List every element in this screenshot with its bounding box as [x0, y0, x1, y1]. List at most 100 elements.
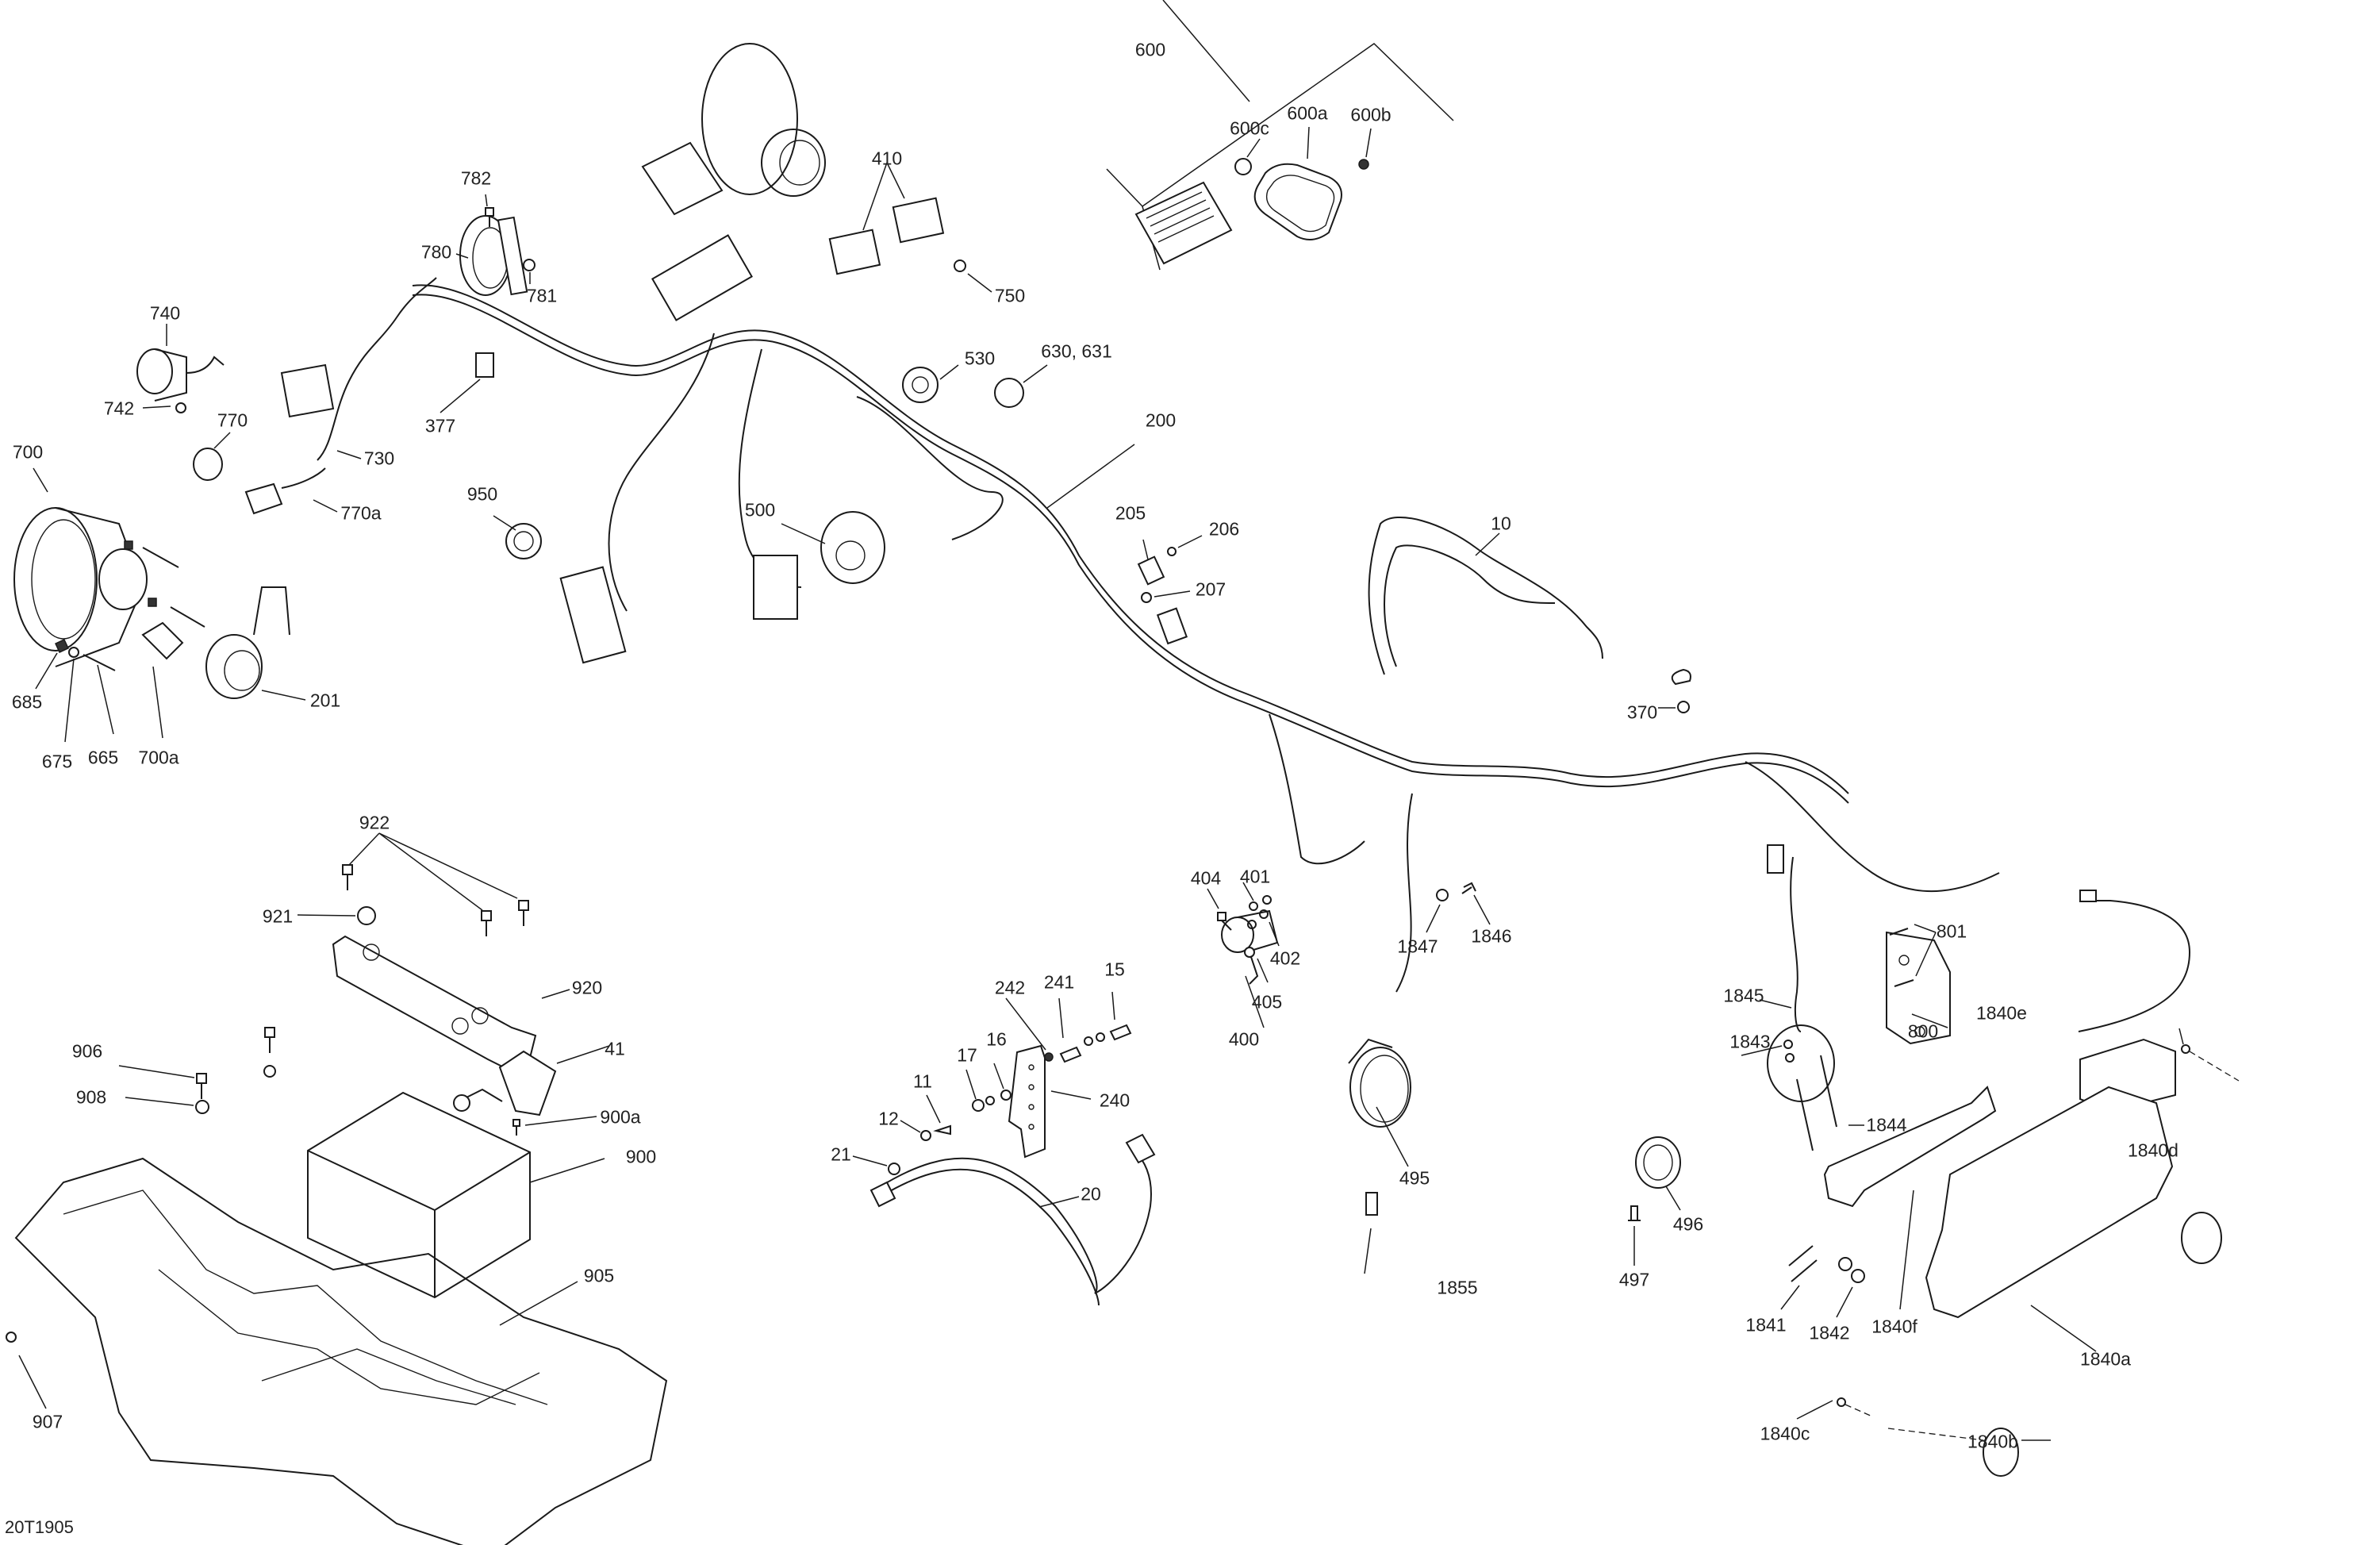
screw-1844[interactable] — [1796, 1055, 1864, 1151]
callout-685[interactable]: 685 — [11, 691, 43, 713]
callout-908[interactable]: 908 — [75, 1086, 107, 1108]
main-harness-200[interactable] — [412, 284, 2000, 993]
callout-920[interactable]: 920 — [571, 977, 603, 998]
callout-907[interactable]: 907 — [32, 1411, 63, 1432]
callout-530[interactable]: 530 — [964, 348, 996, 369]
callout-10[interactable]: 10 — [1491, 513, 1511, 534]
callout-750[interactable]: 750 — [994, 285, 1026, 306]
callout-495[interactable]: 495 — [1399, 1167, 1430, 1189]
callout-922[interactable]: 922 — [359, 812, 390, 833]
bulb-socket-770[interactable] — [193, 432, 231, 481]
solenoid-400[interactable] — [1221, 909, 1279, 1028]
callout-921[interactable]: 921 — [262, 905, 294, 927]
callout-405[interactable]: 405 — [1251, 991, 1283, 1013]
callout-800[interactable]: 800 — [1907, 1020, 1939, 1042]
callout-497[interactable]: 497 — [1618, 1269, 1650, 1290]
bolt-906[interactable] — [118, 1065, 207, 1099]
bolt-11[interactable] — [926, 1094, 951, 1136]
ecm-seal-600a[interactable] — [1253, 126, 1342, 240]
socket-wire-770a[interactable] — [244, 467, 338, 515]
callout-15[interactable]: 15 — [1104, 959, 1125, 980]
callout-900[interactable]: 900 — [625, 1146, 657, 1167]
battery-900[interactable] — [307, 1091, 605, 1299]
nut-1842[interactable] — [1836, 1257, 1865, 1318]
nut-1840c[interactable] — [1796, 1397, 1873, 1420]
clip-370[interactable] — [1658, 668, 1691, 713]
screw-665[interactable] — [83, 654, 116, 735]
work-light-495[interactable] — [1348, 1038, 1411, 1167]
battery-holddown-920[interactable] — [332, 935, 570, 1068]
callout-401[interactable]: 401 — [1239, 866, 1271, 887]
callout-201[interactable]: 201 — [309, 690, 341, 711]
clamp-205[interactable] — [1137, 539, 1165, 586]
callout-404[interactable]: 404 — [1190, 867, 1222, 889]
battery-cable-20[interactable] — [869, 1133, 1156, 1306]
license-bracket-1840a[interactable] — [1925, 1086, 2222, 1352]
bolt-801[interactable] — [1889, 924, 1937, 987]
callout-377[interactable]: 377 — [424, 415, 456, 436]
cap-1840b[interactable] — [1887, 1428, 2051, 1477]
relay-410[interactable] — [828, 162, 945, 275]
screw-742[interactable] — [142, 402, 186, 413]
screw-1846[interactable] — [1461, 882, 1491, 925]
callout-205[interactable]: 205 — [1115, 502, 1146, 524]
nut-921[interactable] — [297, 906, 376, 925]
bolt-782[interactable] — [485, 194, 494, 227]
horn-201[interactable] — [205, 586, 306, 701]
callout-1840f[interactable]: 1840f — [1871, 1316, 1917, 1337]
bracket-240[interactable] — [1008, 1044, 1092, 1159]
nut-781[interactable] — [523, 259, 536, 284]
callout-20[interactable]: 20 — [1081, 1183, 1101, 1205]
callout-1843[interactable]: 1843 — [1729, 1031, 1771, 1052]
connector-1855[interactable] — [1364, 1192, 1378, 1274]
nut-405[interactable] — [1244, 947, 1269, 983]
headlight-700[interactable] — [13, 467, 148, 667]
battery-tray-905[interactable] — [14, 1157, 668, 1545]
callout-1841[interactable]: 1841 — [1745, 1314, 1787, 1336]
bolt-241[interactable] — [1058, 997, 1082, 1063]
power-outlet-950[interactable] — [493, 515, 542, 559]
callout-700[interactable]: 700 — [12, 441, 44, 463]
callout-370[interactable]: 370 — [1626, 701, 1658, 723]
callout-950[interactable]: 950 — [466, 483, 498, 505]
bracket-1840f[interactable] — [1823, 1086, 1997, 1310]
callout-905[interactable]: 905 — [583, 1265, 615, 1286]
bolt-404[interactable] — [1207, 888, 1232, 931]
callout-11[interactable]: 11 — [913, 1070, 932, 1092]
callout-1840c[interactable]: 1840c — [1760, 1423, 1810, 1444]
callout-770[interactable]: 770 — [217, 409, 248, 431]
headlight-bulb-700a[interactable] — [141, 621, 184, 739]
callout-241[interactable]: 241 — [1043, 971, 1075, 993]
callout-1840d[interactable]: 1840d — [2128, 1140, 2178, 1161]
module-800[interactable] — [1886, 931, 1951, 1045]
screw-1841[interactable] — [1780, 1245, 1818, 1310]
callout-1855[interactable]: 1855 — [1437, 1277, 1478, 1298]
nut-12[interactable] — [900, 1120, 931, 1141]
ecm-module-600[interactable] — [1106, 0, 1454, 271]
switch-module-500[interactable] — [781, 511, 885, 584]
callout-16[interactable]: 16 — [986, 1028, 1007, 1050]
nut-21[interactable] — [852, 1155, 900, 1175]
callout-600a[interactable]: 600a — [1287, 102, 1328, 124]
callout-1846[interactable]: 1846 — [1471, 925, 1512, 947]
spring-685[interactable] — [35, 639, 69, 690]
callout-496[interactable]: 496 — [1672, 1213, 1704, 1235]
callout-600c[interactable]: 600c — [1230, 117, 1269, 139]
ecm-plug-600c[interactable] — [1234, 138, 1261, 175]
callout-742[interactable]: 742 — [103, 398, 135, 419]
washer-401[interactable] — [1242, 882, 1272, 911]
callout-730[interactable]: 730 — [363, 448, 395, 469]
callout-600b[interactable]: 600b — [1350, 104, 1392, 125]
nut-1840e[interactable] — [2178, 1028, 2240, 1082]
nut-1843[interactable] — [1741, 1040, 1795, 1063]
switch-740[interactable] — [136, 324, 225, 402]
callout-770a[interactable]: 770a — [340, 502, 382, 524]
callout-1840e[interactable]: 1840e — [1976, 1002, 2027, 1024]
callout-1847[interactable]: 1847 — [1397, 936, 1438, 957]
callout-410[interactable]: 410 — [871, 148, 903, 169]
callout-801[interactable]: 801 — [1936, 920, 1967, 942]
callout-17[interactable]: 17 — [957, 1044, 977, 1066]
callout-1840a[interactable]: 1840a — [2080, 1348, 2131, 1370]
callout-500[interactable]: 500 — [744, 499, 776, 521]
indicator-630-631[interactable] — [994, 364, 1048, 408]
